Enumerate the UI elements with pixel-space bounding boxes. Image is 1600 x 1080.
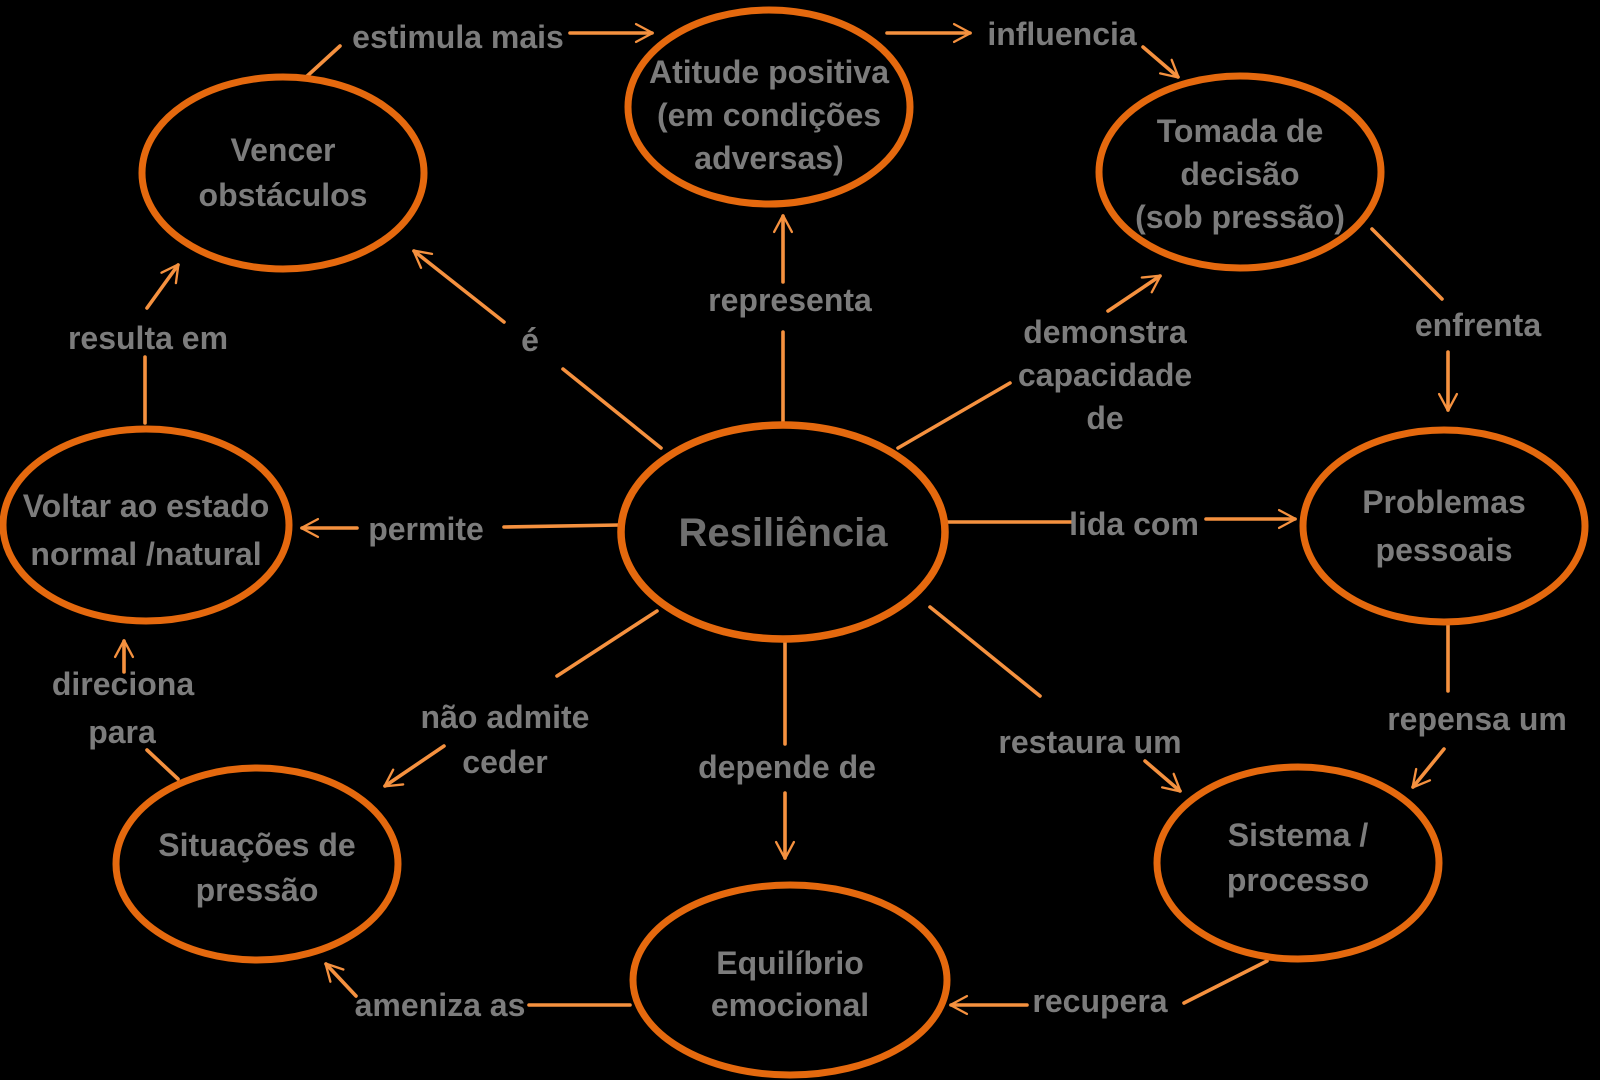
node-voltar-estado-ellipse <box>0 425 293 625</box>
edge-label-representa: representa <box>708 282 872 318</box>
edge-resulta-em-arrow <box>145 263 180 310</box>
node-situacoes-pressao-label-line1: Situações de <box>158 827 355 863</box>
edge-label-demonstra-line1: demonstra <box>1023 314 1187 350</box>
edge-label-depende-de: depende de <box>698 749 876 785</box>
edge-demonstra-arrow <box>1106 274 1162 313</box>
edge-demonstra-line <box>896 381 1012 450</box>
edge-label-repensa-um: repensa um <box>1387 701 1567 737</box>
edge-permite-line <box>502 523 621 529</box>
edge-repensa-um-arrow <box>1411 747 1446 789</box>
node-problemas-pessoais-label-line2: pessoais <box>1376 532 1513 568</box>
node-voltar-estado-label-line1: Voltar ao estado <box>23 488 270 524</box>
node-atitude-positiva-ellipse <box>624 6 914 208</box>
node-tomada-decisao-label-line2: decisão <box>1180 156 1299 192</box>
node-equilibrio-emocional: Equilíbrio emocional <box>629 881 951 1079</box>
edge-label-resulta-em: resulta em <box>68 320 228 356</box>
edge-ameniza-as-arrow <box>324 962 358 998</box>
node-sistema-processo-label-line2: processo <box>1227 862 1369 898</box>
edge-e-line <box>561 367 663 450</box>
edge-label-restaura-um: restaura um <box>998 724 1181 760</box>
edge-nao-admite-arrow <box>383 744 446 788</box>
node-problemas-pessoais: Problemas pessoais <box>1299 426 1589 626</box>
edge-label-direciona-para: direciona para <box>52 666 194 750</box>
edge-label-lida-com: lida com <box>1069 506 1199 542</box>
node-sistema-processo-ellipse <box>1153 763 1443 963</box>
edge-label-e: é <box>521 322 539 358</box>
edge-label-demonstra-capacidade: demonstra capacidade de <box>1018 314 1192 436</box>
node-equilibrio-emocional-ellipse <box>629 881 951 1079</box>
node-problemas-pessoais-label-line1: Problemas <box>1362 484 1526 520</box>
node-atitude-positiva-label-line2: (em condições <box>657 97 881 133</box>
edge-label-nao-admite-line2: ceder <box>462 744 547 780</box>
node-resiliencia: Resiliência <box>617 421 949 643</box>
edge-restaura-um-line <box>928 605 1042 698</box>
node-tomada-decisao-label-line1: Tomada de <box>1157 113 1324 149</box>
edge-label-estimula-mais: estimula mais <box>352 19 564 55</box>
node-resiliencia-ellipse <box>617 421 949 643</box>
node-atitude-positiva-label-line1: Atitude positiva <box>649 54 889 90</box>
edge-recupera-line <box>1182 959 1269 1005</box>
node-vencer-obstaculos: Vencer obstáculos <box>138 73 428 273</box>
edge-label-direciona-line1: direciona <box>52 666 194 702</box>
nodes: Vencer obstáculos Atitude positiva (em c… <box>0 6 1589 1079</box>
node-vencer-obstaculos-label-line2: obstáculos <box>199 177 368 213</box>
node-vencer-obstaculos-ellipse <box>138 73 428 273</box>
node-problemas-pessoais-ellipse <box>1299 426 1589 626</box>
node-atitude-positiva-label-line3: adversas) <box>694 140 843 176</box>
edges <box>113 22 1459 1016</box>
edge-labels: estimula mais influencia representa demo… <box>52 16 1567 1023</box>
node-tomada-decisao-label-line3: (sob pressão) <box>1135 199 1345 235</box>
node-tomada-decisao-ellipse <box>1095 72 1385 272</box>
edge-label-ameniza-as: ameniza as <box>355 987 526 1023</box>
edge-estimula-mais-line <box>303 44 342 80</box>
edge-restaura-um-arrow <box>1143 759 1182 793</box>
edge-influencia-arrow-2 <box>1141 45 1180 79</box>
edge-enfrenta-line <box>1370 227 1444 301</box>
edge-label-recupera: recupera <box>1032 983 1167 1019</box>
edge-label-demonstra-line3: de <box>1086 400 1123 436</box>
node-resiliencia-label: Resiliência <box>678 511 888 555</box>
edge-label-direciona-line2: para <box>88 714 156 750</box>
edge-label-permite: permite <box>368 511 484 547</box>
edge-e-arrow <box>412 249 506 324</box>
edge-nao-admite-line <box>555 609 659 678</box>
node-situacoes-pressao-ellipse <box>112 764 402 964</box>
node-atitude-positiva: Atitude positiva (em condições adversas) <box>624 6 914 208</box>
edge-label-demonstra-line2: capacidade <box>1018 357 1192 393</box>
node-voltar-estado: Voltar ao estado normal /natural <box>0 425 293 625</box>
node-situacoes-pressao: Situações de pressão <box>112 764 402 964</box>
edge-direciona-para-line <box>145 748 180 781</box>
node-sistema-processo-label-line1: Sistema / <box>1228 817 1369 853</box>
edge-label-influencia: influencia <box>987 16 1137 52</box>
node-equilibrio-emocional-label-line2: emocional <box>711 987 869 1023</box>
node-situacoes-pressao-label-line2: pressão <box>196 872 319 908</box>
node-tomada-decisao: Tomada de decisão (sob pressão) <box>1095 72 1385 272</box>
node-voltar-estado-label-line2: normal /natural <box>30 536 261 572</box>
edge-label-nao-admite-ceder: não admite ceder <box>421 699 590 780</box>
edge-label-enfrenta: enfrenta <box>1415 307 1541 343</box>
node-equilibrio-emocional-label-line1: Equilíbrio <box>716 945 864 981</box>
node-sistema-processo: Sistema / processo <box>1153 763 1443 963</box>
node-vencer-obstaculos-label-line1: Vencer <box>231 132 336 168</box>
edge-label-nao-admite-line1: não admite <box>421 699 590 735</box>
